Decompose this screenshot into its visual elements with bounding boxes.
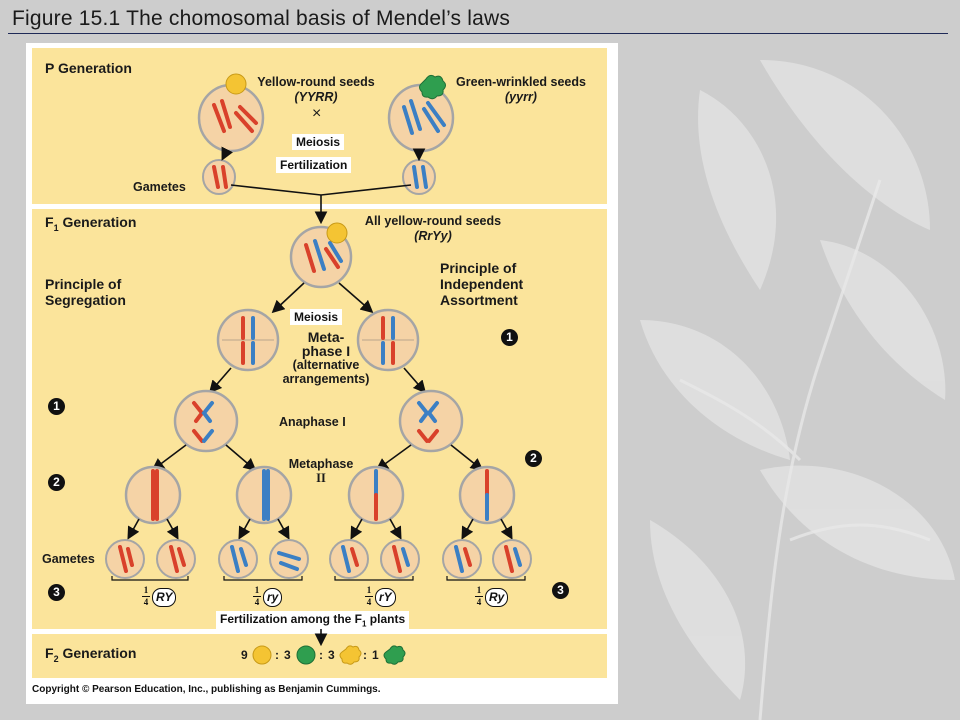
f2-heading-sub: 2	[53, 653, 59, 664]
yellow-round-name: Yellow-round seeds	[257, 75, 375, 89]
p-fertilization-label: Fertilization	[276, 157, 352, 173]
step-1-badge-right: 1	[501, 329, 518, 346]
step-2-badge-right: 2	[525, 450, 542, 467]
f2-green-round-seed-icon	[296, 645, 316, 665]
f1-heading-prefix: F	[45, 214, 54, 230]
slide-title: Figure 15.1 The chomosomal basis of Mend…	[12, 7, 511, 30]
p-meiosis-label: Meiosis	[292, 134, 345, 150]
fraction-4-num: 1	[476, 585, 482, 595]
green-wrinkled-label: Green-wrinkled seeds (yyrr)	[446, 75, 596, 105]
f2-heading-prefix: F	[45, 645, 54, 661]
metaphase-i-cell-left	[216, 308, 280, 372]
fraction-2-num: 1	[254, 585, 260, 595]
f2-ratio-sep-1: :	[275, 648, 279, 662]
fraction-2-den: 4	[254, 597, 260, 607]
figure-frame: P Generation Yellow-round seeds (YYRR) G…	[26, 43, 618, 704]
metaphase-ii-cell-4	[458, 465, 516, 525]
f2-yellow-round-seed-icon	[252, 645, 272, 665]
f1-meiosis-label: Meiosis	[290, 309, 343, 325]
f2-ratio-sep-2: :	[319, 648, 323, 662]
green-wrinkled-seed-icon	[419, 74, 446, 100]
p-gametes-label: Gametes	[133, 180, 186, 194]
p-yellow-gamete-cell	[202, 159, 236, 195]
p-green-parent-cell	[387, 83, 455, 153]
f2-ratio-sep-3: :	[363, 648, 367, 662]
metaphase-ii-cell-3	[347, 465, 405, 525]
step-1-badge-left: 1	[48, 398, 65, 415]
f2-yellow-wrinkled-seed-icon	[339, 645, 362, 665]
p-yellow-parent-cell	[197, 83, 265, 153]
step-2-badge-left: 2	[48, 474, 65, 491]
fertilization-among-text: Fertilization among the F	[220, 612, 363, 626]
principle-independent-line2: Independent	[440, 276, 524, 292]
genotype-2: ry	[263, 588, 283, 607]
anaphase-i-label: Anaphase I	[279, 415, 346, 429]
f2-ratio-1: 1	[372, 648, 379, 662]
step-3-badge-left: 3	[48, 584, 65, 601]
metaphase-i-line3: (alternative	[292, 358, 360, 372]
fertilization-among-suffix: plants	[366, 612, 406, 626]
principle-segregation-line2: Segregation	[45, 292, 126, 308]
f2-heading-suffix: Generation	[58, 645, 137, 661]
yellow-round-genotype: (YYRR)	[294, 90, 338, 104]
p-green-gamete-cell	[402, 159, 436, 195]
principle-segregation: Principle of Segregation	[45, 276, 126, 308]
diagram-graphics	[105, 73, 532, 665]
yellow-round-seed-icon	[326, 222, 348, 244]
fraction-1-num: 1	[143, 585, 149, 595]
f2-ratio-3a: 3	[284, 648, 291, 662]
f1-heading-sub: 1	[53, 222, 59, 233]
metaphase-i-cell-right	[356, 308, 420, 372]
metaphase-i-label: Meta- phase I (alternative arrangements)	[281, 330, 371, 386]
copyright-notice: Copyright © Pearson Education, Inc., pub…	[32, 684, 381, 695]
metaphase-i-line4: arrangements)	[282, 372, 370, 386]
metaphase-ii-label: Metaphase II	[276, 457, 366, 485]
anaphase-i-cell-left	[173, 389, 239, 453]
f1-heading-suffix: Generation	[58, 214, 137, 230]
genotype-3: rY	[375, 588, 396, 607]
f2-green-wrinkled-seed-icon	[383, 645, 406, 665]
p-generation-heading: P Generation	[45, 60, 132, 76]
f1-offspring-label: All yellow-round seeds (RrYy)	[348, 214, 518, 244]
title-divider	[8, 33, 948, 34]
principle-independent-line1: Principle of	[440, 260, 517, 276]
fertilization-among-label: Fertilization among the F1 plants	[216, 611, 410, 630]
f1-offspring-genotype: (RrYy)	[414, 229, 452, 243]
green-wrinkled-name: Green-wrinkled seeds	[456, 75, 586, 89]
metaphase-i-line1: Meta-	[307, 329, 345, 345]
principle-independent-assortment: Principle of Independent Assortment	[440, 260, 523, 308]
fraction-4-den: 4	[476, 597, 482, 607]
green-wrinkled-genotype: (yyrr)	[505, 90, 537, 104]
genotype-1: RY	[152, 588, 177, 607]
fraction-1-den: 4	[143, 597, 149, 607]
genotype-4: Ry	[485, 588, 509, 607]
step-3-badge-right: 3	[552, 582, 569, 599]
metaphase-ii-cell-1	[124, 465, 182, 525]
gamete-cells	[105, 539, 532, 579]
cross-symbol: ×	[312, 105, 322, 122]
f1-offspring-name: All yellow-round seeds	[364, 214, 502, 228]
p-generation-panel	[32, 48, 607, 204]
f2-ratio-9: 9	[241, 648, 248, 662]
yellow-round-label: Yellow-round seeds (YYRR)	[246, 75, 386, 105]
principle-independent-line3: Assortment	[440, 292, 518, 308]
metaphase-ii-line1: Metaphase	[288, 457, 354, 471]
fraction-3-den: 4	[366, 597, 372, 607]
f1-generation-heading: F1 Generation	[45, 214, 136, 233]
principle-segregation-line1: Principle of	[45, 276, 122, 292]
metaphase-ii-cell-2	[235, 465, 293, 525]
metaphase-ii-line2: II	[316, 471, 326, 485]
fraction-3-num: 1	[366, 585, 372, 595]
metaphase-i-line2: phase I	[301, 343, 351, 359]
anaphase-i-cell-right	[398, 389, 464, 453]
yellow-seed-icon	[225, 73, 247, 95]
fertilization-among-sub: 1	[362, 619, 367, 629]
f2-ratio-3b: 3	[328, 648, 335, 662]
f1-gametes-label: Gametes	[42, 552, 95, 566]
f2-generation-heading: F2 Generation	[45, 645, 136, 664]
